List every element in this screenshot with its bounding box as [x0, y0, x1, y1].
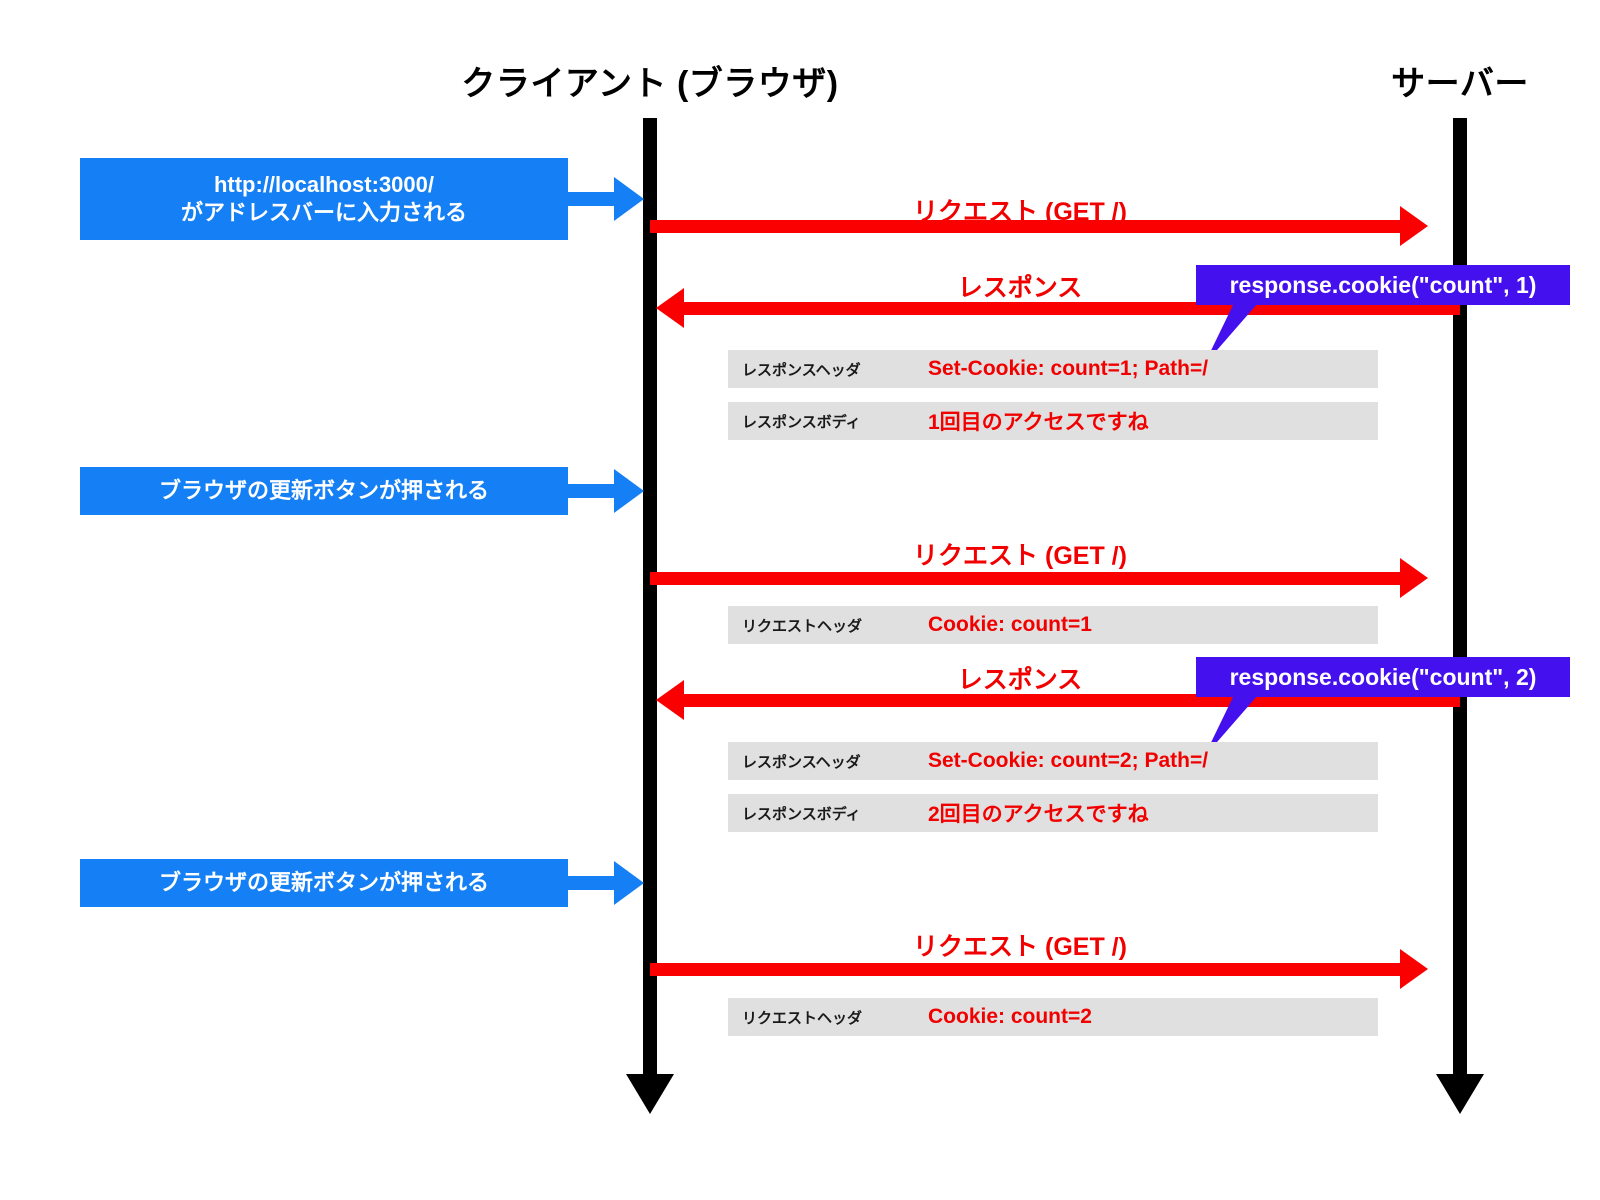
detail-row-request-header-2: リクエストヘッダ Cookie: count=2 — [728, 998, 1378, 1036]
message-arrowhead-response-1 — [656, 288, 684, 328]
message-label-response-2: レスポンス — [957, 666, 1083, 694]
detail-key: リクエストヘッダ — [742, 617, 863, 635]
message-label-request-2: リクエスト (GET /) — [913, 542, 1127, 570]
message-label-request-3: リクエスト (GET /) — [913, 933, 1127, 961]
detail-key: レスポンスヘッダ — [742, 361, 861, 379]
detail-row-response-body-2: レスポンスボディ 2回目のアクセスですね — [728, 794, 1378, 832]
lifeline-server-arrowhead — [1436, 1074, 1484, 1114]
callout-response-cookie-2: response.cookie("count", 2) — [1196, 657, 1570, 697]
actor-event-box-reload-2[interactable]: ブラウザの更新ボタンが押される — [80, 859, 568, 907]
message-arrowhead-request-3 — [1400, 949, 1428, 989]
actor-event-line-1: http://localhost:3000/ — [213, 171, 435, 197]
callout-tail-1 — [1204, 303, 1258, 365]
detail-value: Set-Cookie: count=2; Path=/ — [928, 749, 1209, 772]
actor-arrow-head-3 — [614, 861, 644, 905]
actor-arrow-shaft-1 — [568, 192, 626, 206]
detail-row-request-header-1: リクエストヘッダ Cookie: count=1 — [728, 606, 1378, 644]
callout-response-cookie-1: response.cookie("count", 1) — [1196, 265, 1570, 305]
detail-row-response-body-1: レスポンスボディ 1回目のアクセスですね — [728, 402, 1378, 440]
lifeline-title-server: サーバー — [1391, 65, 1529, 103]
message-arrowhead-request-2 — [1400, 558, 1428, 598]
lifeline-client — [643, 118, 657, 1078]
detail-key: レスポンスボディ — [742, 805, 861, 823]
message-shaft-request-2 — [650, 572, 1402, 585]
detail-key: リクエストヘッダ — [742, 1009, 863, 1027]
actor-event-box-url[interactable]: http://localhost:3000/ がアドレスバーに入力される — [80, 158, 568, 240]
detail-value: Cookie: count=1 — [928, 613, 1092, 636]
detail-value: Set-Cookie: count=1; Path=/ — [928, 357, 1209, 380]
lifeline-client-arrowhead — [626, 1074, 674, 1114]
actor-event-line-1: ブラウザの更新ボタンが押される — [158, 869, 489, 895]
callout-tail-2 — [1204, 695, 1258, 757]
detail-key: レスポンスボディ — [742, 413, 861, 431]
message-shaft-response-2 — [684, 694, 1460, 707]
actor-arrow-head-1 — [614, 177, 644, 221]
actor-arrow-head-2 — [614, 469, 644, 513]
actor-arrow-shaft-3 — [568, 876, 626, 890]
detail-row-response-header-1: レスポンスヘッダ Set-Cookie: count=1; Path=/ — [728, 350, 1378, 388]
actor-event-line-2: がアドレスバーに入力される — [180, 200, 467, 225]
actor-event-box-reload-1[interactable]: ブラウザの更新ボタンが押される — [80, 467, 568, 515]
message-shaft-response-1 — [684, 302, 1460, 315]
message-arrowhead-response-2 — [656, 680, 684, 720]
actor-event-line-1: ブラウザの更新ボタンが押される — [158, 477, 489, 503]
detail-key: レスポンスヘッダ — [742, 753, 861, 771]
detail-value: 1回目のアクセスですね — [928, 411, 1149, 434]
detail-value: Cookie: count=2 — [928, 1005, 1092, 1028]
message-arrowhead-request-1 — [1400, 206, 1428, 246]
detail-row-response-header-2: レスポンスヘッダ Set-Cookie: count=2; Path=/ — [728, 742, 1378, 780]
message-shaft-request-3 — [650, 963, 1402, 976]
message-shaft-request-1 — [650, 220, 1402, 233]
message-label-response-1: レスポンス — [957, 274, 1083, 302]
detail-value: 2回目のアクセスですね — [928, 803, 1149, 826]
actor-arrow-shaft-2 — [568, 484, 626, 498]
lifeline-title-client: クライアント (ブラウザ) — [461, 65, 839, 103]
lifeline-server — [1453, 118, 1467, 1078]
